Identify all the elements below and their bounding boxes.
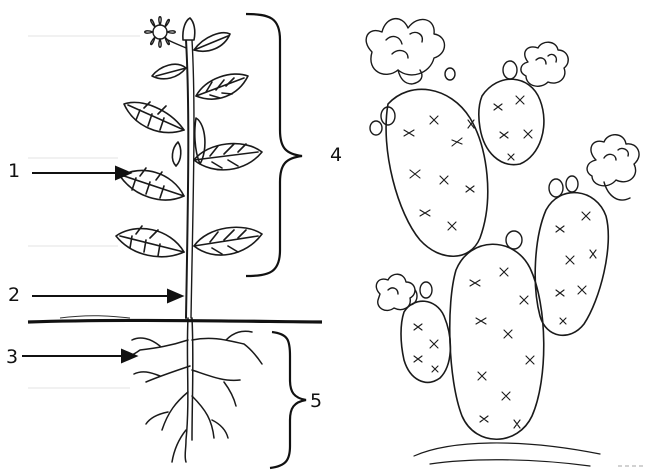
root-system — [120, 318, 262, 462]
flower — [145, 17, 186, 48]
cactus-pad-left-lower — [401, 301, 450, 382]
plant-stem — [186, 40, 188, 318]
cactus-flower-right-top — [521, 42, 568, 86]
label-arrows — [22, 167, 182, 362]
flowering-plant — [116, 17, 262, 462]
leaf-upper-left — [152, 64, 186, 79]
cactus-pad-right — [535, 193, 608, 336]
cactus-soil — [414, 443, 600, 466]
brace-5 — [270, 332, 306, 468]
cactus-fruits — [370, 61, 578, 305]
label-5: 5 — [310, 392, 322, 411]
ground-line — [28, 320, 322, 322]
leaf-bottom-right — [194, 227, 262, 255]
leaf-mid-right — [196, 74, 248, 99]
cactus-flower-right-mid — [587, 135, 639, 200]
cactus-spines — [404, 96, 596, 428]
arrow-3-head — [122, 350, 136, 362]
cactus-pad-right-top — [479, 79, 544, 164]
cactus — [366, 19, 639, 466]
cactus-pad-center — [450, 244, 544, 439]
flower-bud — [183, 18, 195, 40]
leaf-bottom-left — [116, 226, 184, 257]
cactus-flower-left-lower — [376, 274, 415, 310]
label-4: 4 — [330, 146, 342, 165]
leaf-mid-left — [124, 102, 184, 132]
arrow-2-head — [168, 290, 182, 302]
writing-guide-lines — [28, 36, 140, 388]
cactus-pad-upper — [386, 89, 488, 256]
label-2: 2 — [8, 286, 20, 305]
label-3: 3 — [6, 348, 18, 367]
leaf-upper-right — [194, 33, 230, 51]
cactus-flower-top-left — [366, 19, 444, 84]
label-1: 1 — [8, 162, 20, 181]
